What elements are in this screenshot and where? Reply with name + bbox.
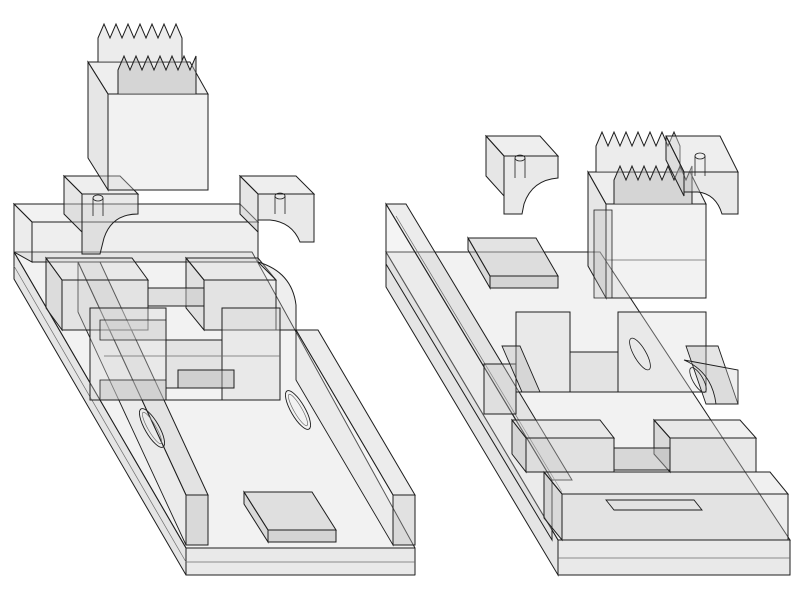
left-back-wall [12, 202, 260, 263]
right-pad [467, 236, 559, 290]
right-clip-a [484, 134, 560, 215]
left-slot-a [138, 408, 166, 448]
right-slot-plate [542, 470, 790, 542]
right-clip-b [665, 135, 739, 215]
left-rail-right [295, 328, 416, 547]
left-base-mid-line-side [13, 265, 187, 563]
right-gear-block [587, 130, 707, 300]
left-channel-frame [45, 256, 297, 332]
right-rail-left [385, 202, 573, 542]
right-slot [605, 499, 703, 511]
left-gear-block [87, 22, 209, 192]
right-channel-frame [483, 311, 739, 415]
left-slot-b-inner [288, 393, 308, 427]
left-clip-b [238, 174, 316, 243]
right-base-plate [385, 250, 791, 577]
left-assembly [12, 22, 416, 576]
left-gear-teeth-back [97, 22, 183, 62]
left-slot-b [284, 390, 312, 430]
right-assembly [385, 130, 791, 577]
left-u-block [89, 307, 281, 401]
left-gear-teeth-front [117, 54, 197, 94]
left-base-front [185, 547, 416, 576]
left-slot-pad [243, 490, 337, 544]
left-clip-a [62, 174, 140, 255]
left-slot-a-inner [142, 411, 162, 445]
right-step-blocks [510, 418, 758, 474]
